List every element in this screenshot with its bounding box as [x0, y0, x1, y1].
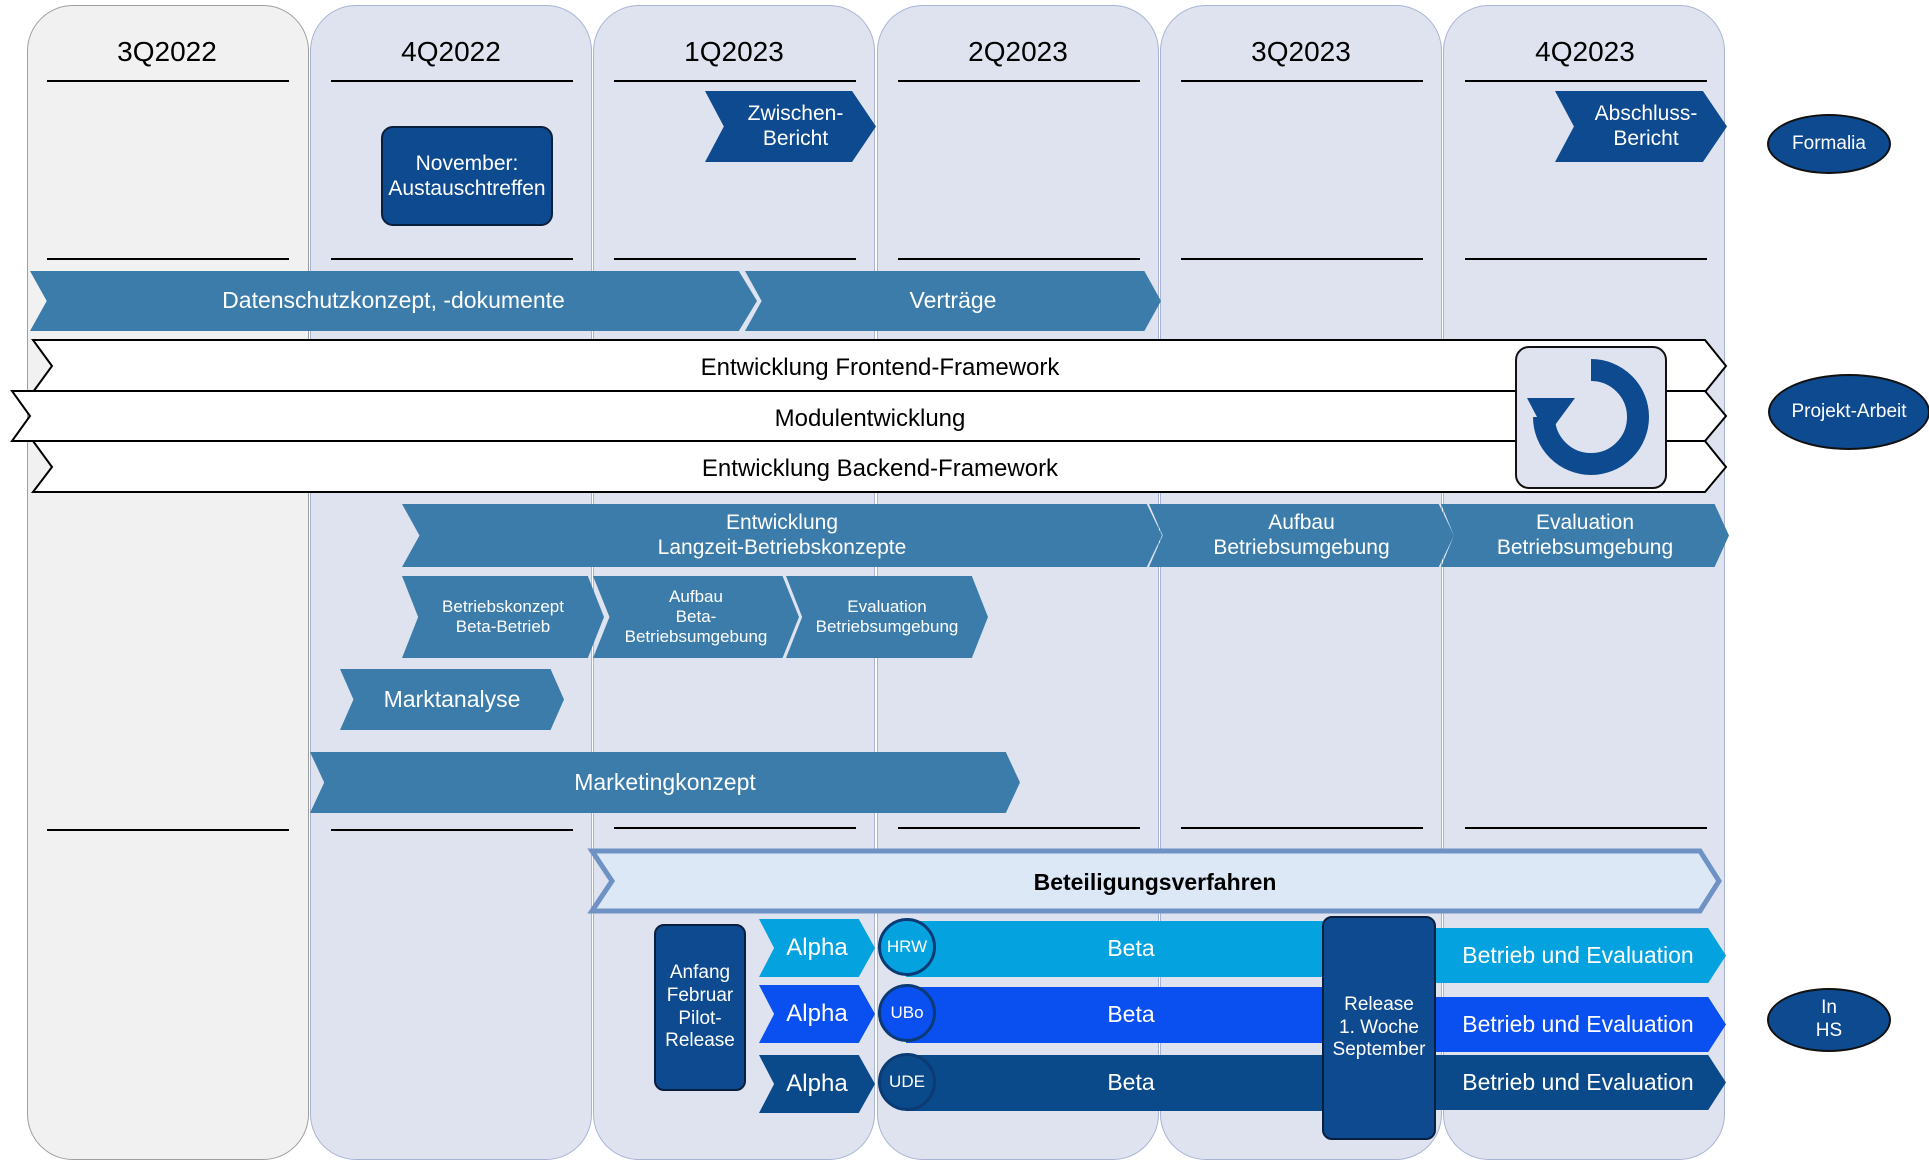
- frontend-label: Entwicklung Frontend-Framework: [700, 354, 1060, 381]
- refresh-cycle-icon: [1515, 346, 1667, 489]
- participation-title: Beteiligungsverfahren: [1033, 869, 1277, 895]
- setup-environment-arrow: Aufbau Betriebsumgebung: [1149, 504, 1454, 567]
- pilot-release-box: Anfang Februar Pilot- Release: [654, 924, 746, 1091]
- separator-line: [1181, 80, 1423, 82]
- marketing-concept-arrow: Marketingkonzept: [310, 752, 1020, 813]
- contracts-arrow: Verträge: [745, 271, 1161, 331]
- category-project-work: Projekt-Arbeit: [1768, 374, 1929, 450]
- beta-concept-arrow: Betriebskonzept Beta-Betrieb: [402, 576, 604, 658]
- separator-line: [898, 827, 1140, 829]
- separator-line: [47, 80, 289, 82]
- separator-line: [898, 80, 1140, 82]
- longterm-concepts-arrow: Entwicklung Langzeit-Betriebskonzepte: [402, 504, 1162, 567]
- quarter-title: 2Q2023: [968, 36, 1068, 67]
- data-protection-arrow: Datenschutzkonzept, -dokumente: [30, 271, 757, 331]
- separator-line: [1465, 80, 1707, 82]
- market-analysis-arrow: Marktanalyse: [340, 669, 564, 730]
- separator-line: [614, 258, 856, 260]
- meeting-box: November: Austauschtreffen: [381, 126, 553, 226]
- evaluate-environment-arrow: Evaluation Betriebsumgebung: [1441, 504, 1729, 567]
- alpha-arrow-ude: Alpha: [759, 1055, 875, 1113]
- separator-line: [1465, 258, 1707, 260]
- category-in-hs: In HS: [1767, 988, 1891, 1052]
- final-report-arrow: Abschluss- Bericht: [1555, 91, 1727, 162]
- separator-line: [331, 80, 573, 82]
- site-badge-ude: UDE: [878, 1053, 936, 1111]
- separator-line: [331, 258, 573, 260]
- backend-band: [30, 440, 1728, 493]
- interim-report-arrow: Zwischen- Bericht: [705, 91, 876, 162]
- release-box: Release 1. Woche September: [1322, 916, 1436, 1140]
- quarter-title: 4Q2022: [401, 36, 501, 67]
- modules-label: Modulentwicklung: [774, 405, 966, 432]
- operation-arrow-ubo: Betrieb und Evaluation: [1430, 997, 1726, 1052]
- quarter-column-3q2022: [27, 5, 309, 1160]
- quarter-title: 3Q2023: [1251, 36, 1351, 67]
- beta-bar-hrw: Beta: [906, 921, 1356, 977]
- site-badge-ubo: UBo: [878, 984, 936, 1042]
- beta-evaluation-arrow: Evaluation Betriebsumgebung: [786, 576, 988, 658]
- operation-arrow-hrw: Betrieb und Evaluation: [1430, 928, 1726, 983]
- alpha-arrow-ubo: Alpha: [759, 985, 875, 1043]
- backend-label: Entwicklung Backend-Framework: [701, 455, 1059, 482]
- site-badge-hrw: HRW: [878, 918, 936, 976]
- quarter-title: 3Q2022: [117, 36, 217, 67]
- beta-bar-ude: Beta: [906, 1055, 1356, 1111]
- quarter-title: 1Q2023: [684, 36, 784, 67]
- separator-line: [898, 258, 1140, 260]
- separator-line: [614, 80, 856, 82]
- beta-bar-ubo: Beta: [906, 987, 1356, 1043]
- separator-line: [1465, 827, 1707, 829]
- separator-line: [614, 827, 856, 829]
- alpha-arrow-hrw: Alpha: [759, 919, 875, 977]
- separator-line: [331, 829, 573, 831]
- separator-line: [1181, 827, 1423, 829]
- separator-line: [1181, 258, 1423, 260]
- quarter-title: 4Q2023: [1535, 36, 1635, 67]
- separator-line: [47, 258, 289, 260]
- operation-arrow-ude: Betrieb und Evaluation: [1430, 1055, 1726, 1110]
- separator-line: [47, 829, 289, 831]
- beta-setup-arrow: Aufbau Beta- Betriebsumgebung: [593, 576, 799, 658]
- category-formalia: Formalia: [1767, 114, 1891, 174]
